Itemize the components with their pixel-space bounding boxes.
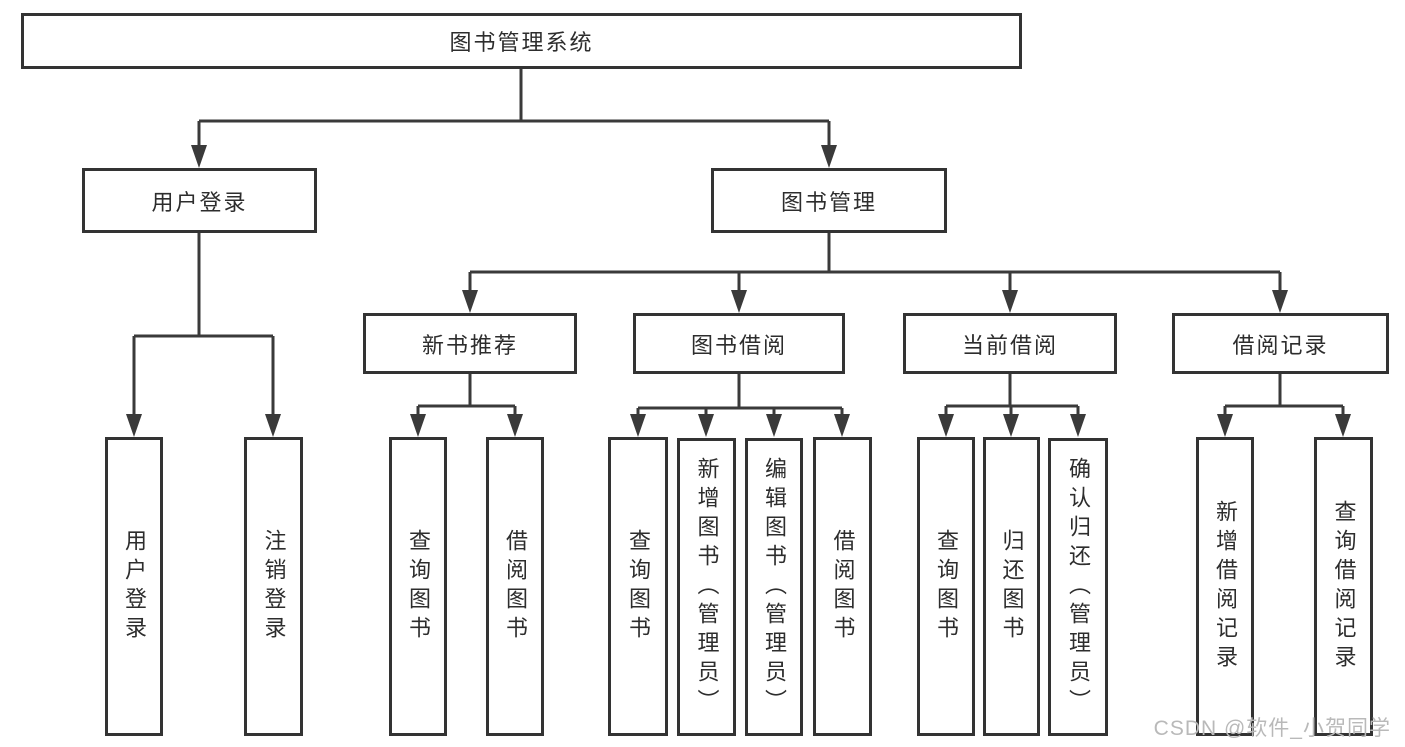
leaf-label: 查询借阅记录	[1331, 499, 1357, 674]
leaf-query-books-3: 查询图书	[917, 437, 975, 736]
csdn-watermark: CSDN @软件_小贺同学	[1153, 717, 1391, 740]
node-new-book-recommend: 新书推荐	[363, 313, 577, 374]
node-label: 当前借阅	[961, 332, 1058, 358]
leaf-label: 查询图书	[626, 528, 651, 645]
node-label: 图书管理	[780, 189, 877, 215]
leaf-query-books-1: 查询图书	[389, 437, 447, 736]
leaf-label: 编辑图书（管理员）	[762, 456, 787, 718]
leaf-label: 新增借阅记录	[1213, 499, 1238, 674]
leaf-borrow-books-1: 借阅图书	[486, 437, 544, 736]
node-label: 借阅记录	[1232, 332, 1329, 358]
leaf-user-login: 用户登录	[105, 437, 163, 736]
node-book-management-module: 图书管理	[711, 168, 947, 233]
node-book-borrow: 图书借阅	[633, 313, 845, 374]
leaf-label: 新增图书（管理员）	[694, 456, 720, 718]
leaf-borrow-books-2: 借阅图书	[813, 437, 872, 736]
node-label: 新书推荐	[421, 332, 518, 358]
leaf-add-book-admin: 新增图书（管理员）	[677, 438, 736, 736]
node-current-borrow: 当前借阅	[903, 313, 1117, 374]
node-label: 用户登录	[151, 189, 248, 215]
leaf-confirm-return-admin: 确认归还（管理员）	[1048, 438, 1108, 736]
node-label: 图书借阅	[690, 332, 787, 358]
leaf-label: 借阅图书	[503, 528, 528, 645]
leaf-logout: 注销登录	[244, 437, 303, 736]
leaf-label: 注销登录	[261, 528, 287, 645]
leaf-edit-book-admin: 编辑图书（管理员）	[745, 438, 803, 736]
leaf-label: 用户登录	[122, 528, 147, 645]
leaf-label: 查询图书	[406, 528, 431, 645]
node-root-system: 图书管理系统	[21, 13, 1022, 69]
leaf-query-books-2: 查询图书	[608, 437, 668, 736]
leaf-add-borrow-record: 新增借阅记录	[1196, 437, 1254, 736]
node-root-label: 图书管理系统	[449, 30, 594, 55]
leaf-query-borrow-record: 查询借阅记录	[1314, 437, 1373, 736]
leaf-return-book: 归还图书	[983, 437, 1040, 736]
node-borrow-records: 借阅记录	[1172, 313, 1389, 374]
node-user-login-module: 用户登录	[82, 168, 317, 233]
leaf-label: 归还图书	[999, 528, 1025, 645]
leaf-label: 查询图书	[934, 528, 959, 645]
leaf-label: 借阅图书	[830, 528, 856, 645]
leaf-label: 确认归还（管理员）	[1066, 456, 1091, 718]
